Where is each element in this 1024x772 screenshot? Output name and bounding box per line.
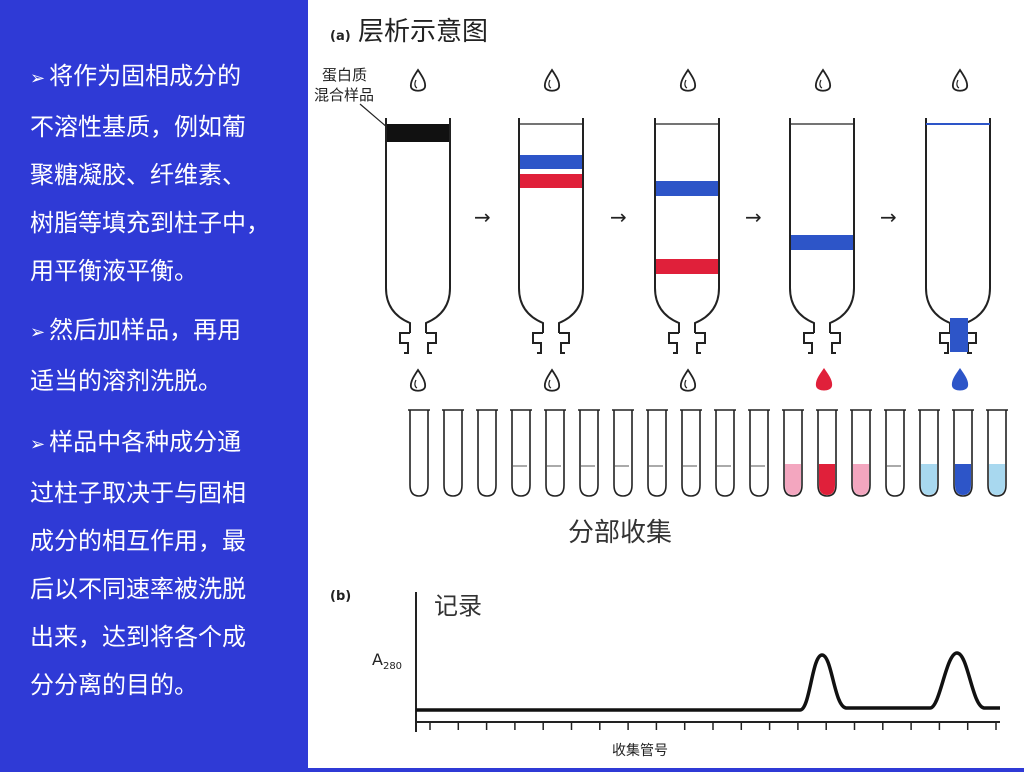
tube — [441, 409, 465, 497]
bullet-3: ➢样品中各种成分通 过柱子取决于与固相 成分的相互作用，最 后以不同速率被洗脱 … — [30, 418, 302, 709]
bullet-2: ➢然后加样品，再用 适当的溶剂洗脱。 — [30, 306, 302, 405]
column-3 — [654, 117, 720, 354]
solvent-drop-icon — [679, 69, 697, 92]
bullet-3-line-5: 出来，达到将各个成 — [30, 623, 246, 651]
bullet-marker: ➢ — [30, 434, 46, 455]
panel-b-label: (b) — [330, 589, 351, 604]
tube-lightblue — [917, 409, 941, 497]
sample-label-line-1: 蛋白质 — [322, 66, 367, 84]
bullet-1-line-1: 将作为固相成分的 — [49, 62, 242, 90]
band-blue — [791, 235, 853, 250]
tube — [611, 409, 635, 497]
bullet-2-line-1: 然后加样品，再用 — [49, 316, 242, 344]
band-blue — [656, 181, 718, 196]
tube-blue — [951, 409, 975, 497]
tube — [713, 409, 737, 497]
bullet-marker: ➢ — [30, 68, 46, 89]
column-5 — [925, 117, 991, 354]
bullet-1: ➢将作为固相成分的 不溶性基质，例如葡 聚糖凝胶、纤维素、 树脂等填充到柱子中，… — [30, 52, 302, 295]
sample-label-pointer — [359, 103, 389, 129]
solvent-drop-icon — [409, 69, 427, 92]
tube-pink — [781, 409, 805, 497]
arrow-2: → — [610, 205, 627, 229]
tube — [509, 409, 533, 497]
solvent-drop-icon — [814, 69, 832, 92]
arrow-1: → — [474, 205, 491, 229]
eluting-blue — [950, 318, 968, 352]
tube — [747, 409, 771, 497]
tube — [645, 409, 669, 497]
tube-red — [815, 409, 839, 497]
tube — [577, 409, 601, 497]
column-2 — [518, 117, 584, 354]
arrow-4: → — [880, 205, 897, 229]
bullet-3-line-4: 后以不同速率被洗脱 — [30, 575, 246, 603]
elution-trace — [416, 651, 1000, 712]
band-red — [656, 259, 718, 274]
column-1 — [385, 117, 451, 354]
column-4 — [789, 117, 855, 354]
blue-drop-icon — [951, 368, 969, 391]
diagram-title: 层析示意图 — [358, 17, 488, 47]
bullet-marker: ➢ — [30, 322, 46, 343]
bullet-1-line-5: 用平衡液平衡。 — [30, 257, 198, 285]
eluate-drop-icon — [679, 369, 697, 392]
tube-lightblue — [985, 409, 1009, 497]
tube — [407, 409, 431, 497]
solvent-drop-icon — [543, 69, 561, 92]
tube-pink — [849, 409, 873, 497]
bullet-3-line-6: 分分离的目的。 — [30, 671, 198, 699]
tube — [475, 409, 499, 497]
x-axis-label: 收集管号 — [612, 742, 668, 759]
chromatography-diagram: (a) 层析示意图 蛋白质 混合样品 → → → → — [314, 17, 1009, 759]
band-red — [520, 174, 582, 188]
tube — [543, 409, 567, 497]
fraction-tubes — [407, 409, 1009, 497]
recorder-title: 记录 — [434, 592, 482, 620]
tube — [679, 409, 703, 497]
eluate-drop-icon — [409, 369, 427, 392]
bullet-3-line-3: 成分的相互作用，最 — [30, 527, 246, 555]
band-blue — [520, 155, 582, 169]
y-axis-label: A280 — [372, 650, 402, 672]
red-drop-icon — [815, 368, 833, 391]
solvent-drop-icon — [951, 69, 969, 92]
sample-label-line-2: 混合样品 — [314, 86, 374, 104]
tube — [883, 409, 907, 497]
eluate-drop-icon — [543, 369, 561, 392]
panel-a-label: (a) — [330, 29, 351, 44]
arrow-3: → — [745, 205, 762, 229]
text-panel: ➢将作为固相成分的 不溶性基质，例如葡 聚糖凝胶、纤维素、 树脂等填充到柱子中，… — [0, 0, 308, 768]
diagram-panel: (a) 层析示意图 蛋白质 混合样品 → → → → — [308, 0, 1024, 768]
bullet-1-line-3: 聚糖凝胶、纤维素、 — [30, 161, 246, 189]
x-axis-ticks — [429, 722, 997, 730]
bullet-1-line-2: 不溶性基质，例如葡 — [30, 113, 246, 141]
sample-band-black — [387, 124, 449, 142]
bullet-1-line-4: 树脂等填充到柱子中， — [30, 209, 270, 237]
fraction-collection-label: 分部收集 — [568, 518, 672, 548]
bullet-3-line-2: 过柱子取决于与固相 — [30, 479, 246, 507]
bullet-2-line-2: 适当的溶剂洗脱。 — [30, 367, 222, 395]
bullet-3-line-1: 样品中各种成分通 — [49, 428, 242, 456]
